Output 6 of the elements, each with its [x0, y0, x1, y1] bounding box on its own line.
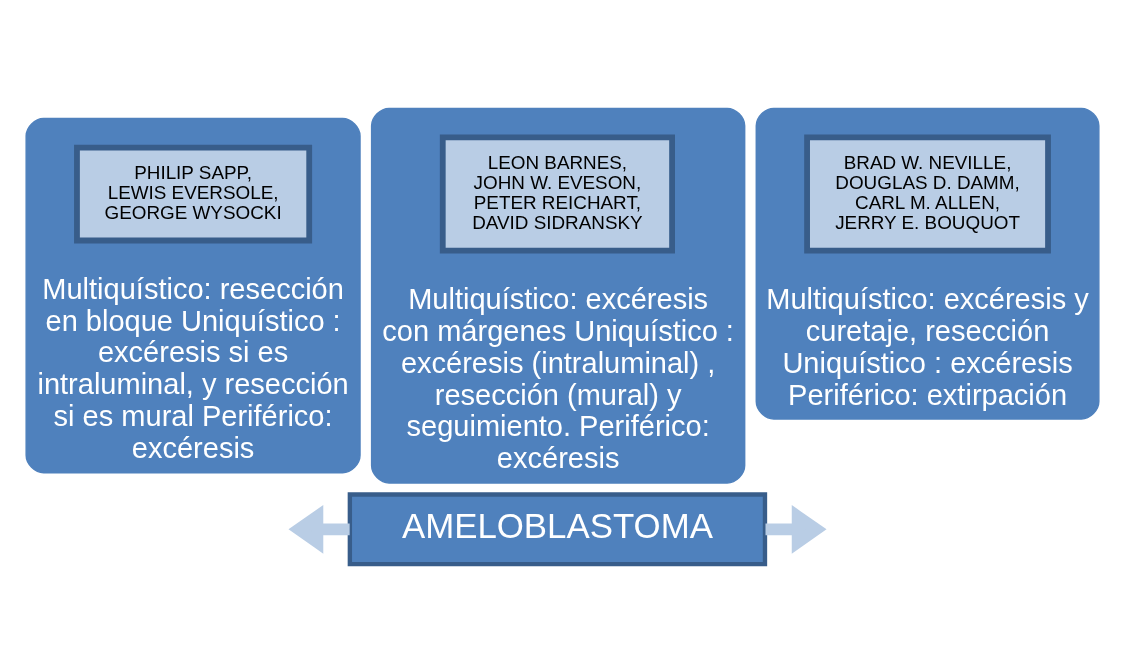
node-box: LEON BARNES, JOHN W. EVESON, PETER REICHART, DAVID SIDRANSKY	[439, 134, 675, 254]
node-box: AMELOBLASTOMA	[347, 492, 768, 567]
node-box: PHILIP SAPP, LEWIS EVERSOLE, GEORGE WYSOCKI	[74, 144, 313, 244]
node-box: BRAD W. NEVILLE, DOUGLAS D. DAMM, CARL M. ALLEN, JERRY E. BOUQUOT	[804, 134, 1051, 254]
arrow	[765, 505, 827, 554]
arrow	[288, 505, 350, 554]
